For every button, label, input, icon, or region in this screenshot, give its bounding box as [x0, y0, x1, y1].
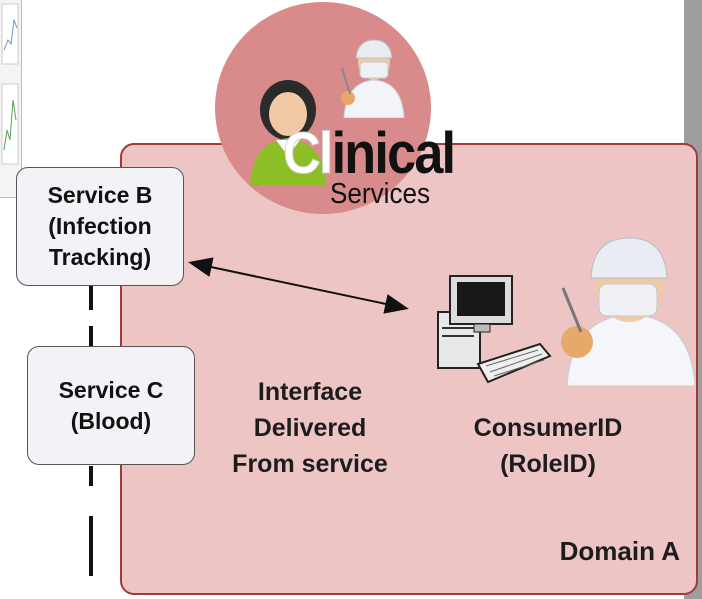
dashed-line-segment	[89, 466, 93, 486]
nurse-icon	[250, 80, 326, 186]
domain-label: Domain A	[559, 536, 680, 566]
clinical-title: Clinical	[283, 121, 457, 186]
consumer-id-label: ConsumerID (RoleID)	[473, 414, 623, 478]
clinical-subtitle: Services	[330, 178, 431, 210]
interface-label: Interface Delivered From service	[232, 378, 388, 478]
surgeon-icon	[341, 39, 405, 118]
dashed-line-segment	[89, 326, 93, 348]
dashed-line-segment	[89, 516, 93, 576]
thumbnail-chart-icon	[1, 3, 19, 165]
service-c-box: Service C (Blood)	[27, 346, 195, 465]
dashed-line-segment	[89, 286, 93, 310]
service-b-box: Service B (Infection Tracking)	[16, 167, 184, 286]
computer-icon	[437, 275, 552, 384]
thumbnail-panel	[0, 0, 22, 198]
surgeon-icon	[561, 237, 696, 386]
